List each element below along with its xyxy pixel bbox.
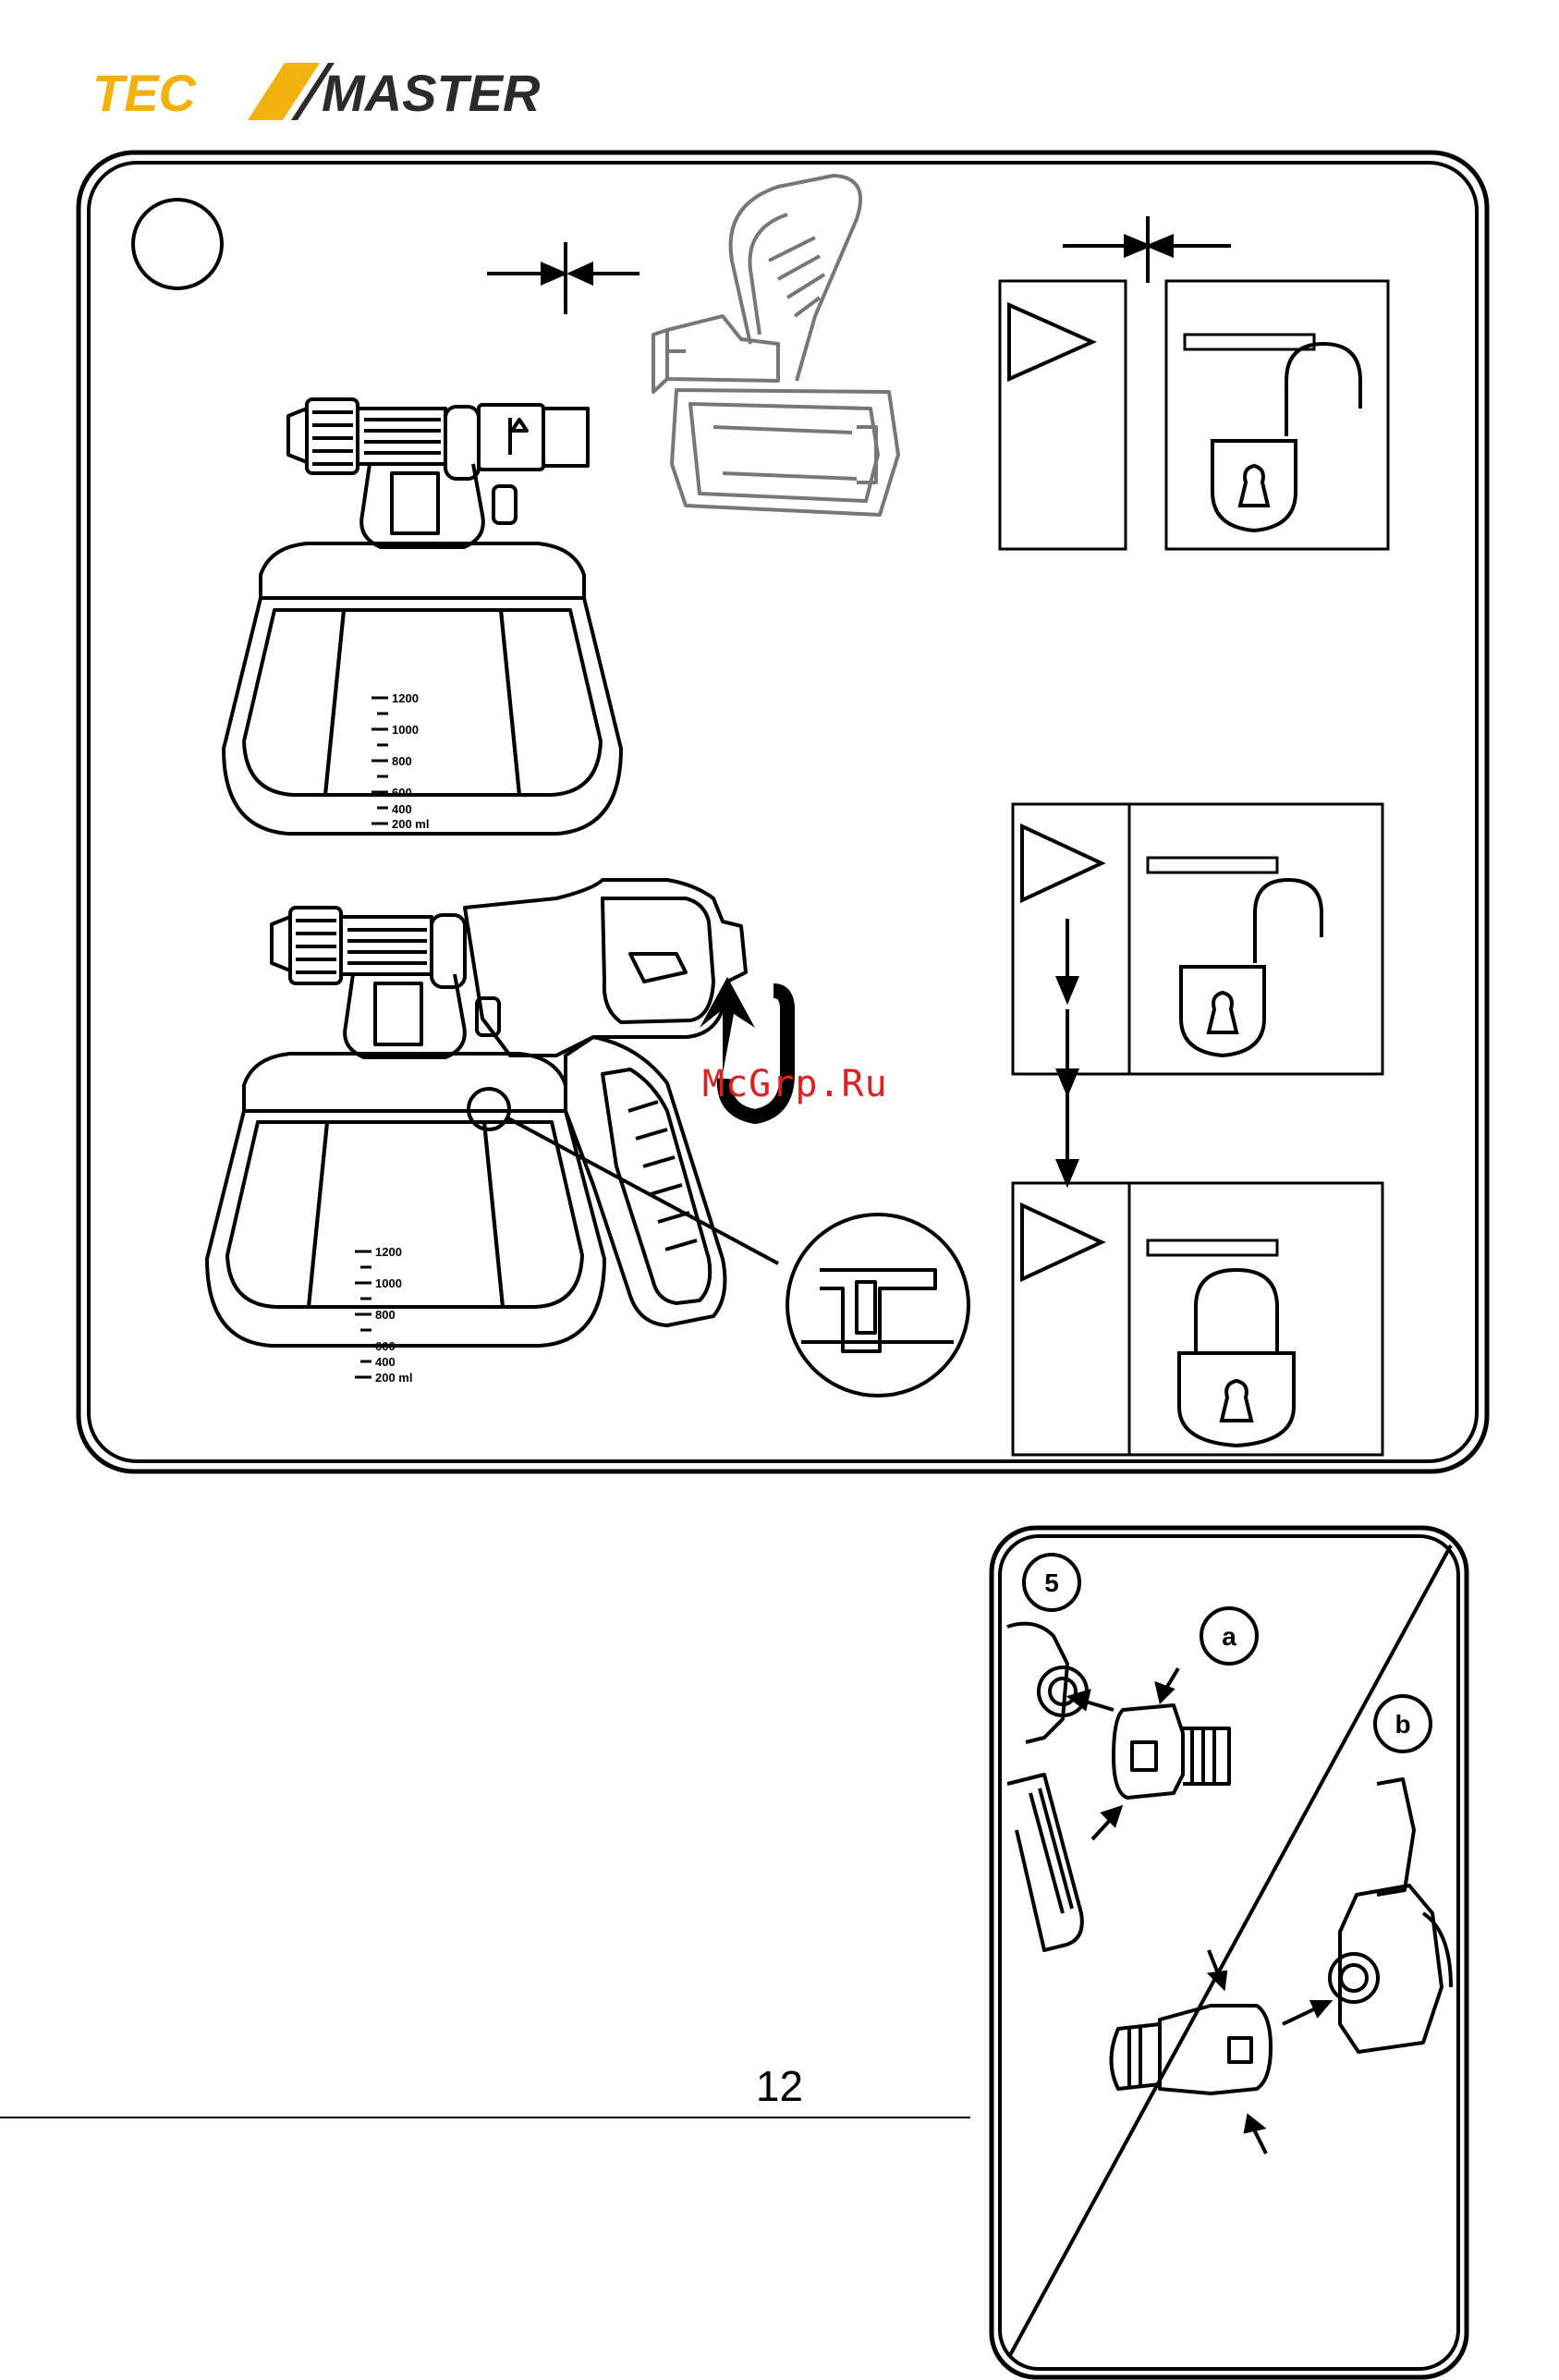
scale-label: 200 ml xyxy=(392,817,429,831)
option-b-label: b xyxy=(1395,1710,1410,1739)
page-number: 12 xyxy=(0,2061,1559,2111)
watermark: McGrp.Ru xyxy=(702,1063,888,1105)
direction-arrows-a xyxy=(1070,1668,1178,1839)
open-padlock-icon xyxy=(1212,344,1360,531)
brand-logo: TEC MASTER xyxy=(92,57,554,131)
cup-scale-bottom: 1200 1000 800 600 400 200 ml xyxy=(355,1245,412,1385)
step-number: 5 xyxy=(1044,1568,1059,1597)
assembly-figure-frame: 1200 1000 800 600 400 200 ml xyxy=(76,150,1490,1474)
spray-attachment-top xyxy=(224,399,621,834)
step-5-panel: 5 a b xyxy=(989,1525,1469,2380)
lock-diagram-bottom xyxy=(1013,804,1382,1455)
closed-padlock-icon xyxy=(1179,1270,1294,1446)
gap-arrows-icon xyxy=(487,242,639,314)
logo-text-master: MASTER xyxy=(322,64,541,122)
rotate-arrow-head xyxy=(700,977,755,1074)
lock-diagram-top xyxy=(1000,216,1388,549)
scale-label: 1200 xyxy=(375,1245,402,1259)
spray-gun-assembled xyxy=(207,880,968,1396)
scale-label: 1000 xyxy=(375,1276,402,1290)
scale-label: 800 xyxy=(375,1308,396,1322)
adapter-b-drawing xyxy=(1112,1779,1452,2093)
step-circle xyxy=(133,200,222,288)
scale-label: 800 xyxy=(392,754,412,768)
scale-label: 1200 xyxy=(392,691,419,705)
scale-label: 1000 xyxy=(392,723,419,737)
scale-label: 400 xyxy=(375,1355,396,1369)
motor-handle-unit-top xyxy=(653,176,898,515)
open-padlock-icon xyxy=(1181,880,1321,1056)
scale-label: 600 xyxy=(392,786,412,799)
adapter-a-drawing xyxy=(1007,1624,1229,1950)
option-a-label: a xyxy=(1222,1622,1236,1651)
cup-scale-top: 1200 1000 800 600 400 200 ml xyxy=(371,691,429,831)
scale-label: 600 xyxy=(375,1339,396,1353)
tecmaster-logo: TEC MASTER xyxy=(92,57,554,131)
step-5-figure: 5 a b xyxy=(989,1525,1469,2380)
logo-text-tec: TEC xyxy=(92,64,198,122)
assembly-figure: 1200 1000 800 600 400 200 ml xyxy=(76,150,1490,1474)
scale-label: 200 ml xyxy=(375,1371,412,1385)
footer-rule xyxy=(0,2117,970,2118)
scale-label: 400 xyxy=(392,802,412,816)
